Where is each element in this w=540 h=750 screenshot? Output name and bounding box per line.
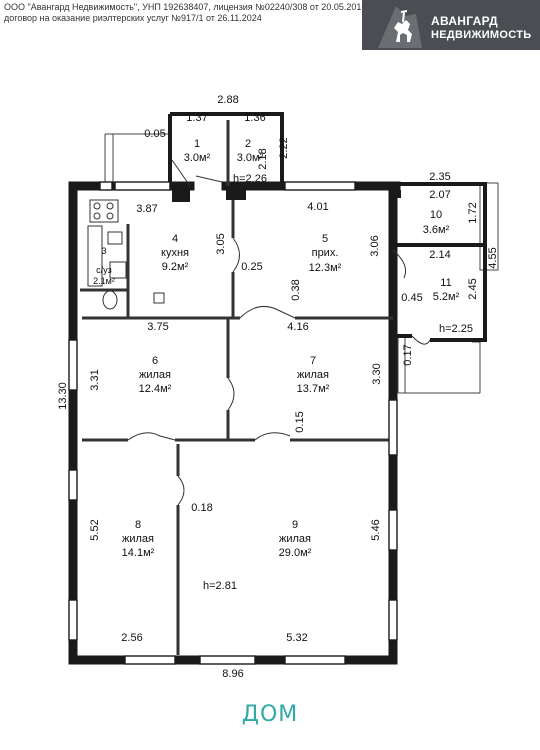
dim-label: 3.31 [89, 369, 101, 390]
dim-label: 0.05 [144, 128, 165, 140]
dim-label: h=2.26 [233, 173, 267, 185]
wall-blocks [172, 186, 401, 202]
dim-label: h=2.81 [203, 580, 237, 592]
room-3-name: с/уз [96, 265, 112, 275]
room-6-number: 6 [152, 355, 158, 367]
room-11-area: 5.2м² [433, 291, 460, 303]
room-8-name: жилая [122, 533, 154, 545]
kitchen-fixtures [87, 199, 165, 310]
room-4-name: кухня [161, 247, 189, 259]
dim-label: 3.30 [371, 363, 383, 384]
knight-on-horse-icon [378, 6, 422, 48]
room-11-number: 11 [440, 277, 451, 289]
brand-subtitle: НЕДВИЖИМОСТЬ [431, 29, 532, 41]
room-5-area: 12.3м² [309, 262, 342, 274]
room-10-area: 3.6м² [423, 224, 450, 236]
dim-label: 1.72 [467, 202, 479, 223]
dim-label: 4.01 [307, 201, 328, 213]
room-7-area: 13.7м² [297, 383, 330, 395]
dim-label: 0.15 [294, 411, 306, 432]
room-4-number: 4 [172, 233, 178, 245]
brand-logo[interactable]: АВАНГАРД НЕДВИЖИМОСТЬ [362, 0, 540, 50]
room-2-area: 3.0м² [237, 152, 264, 164]
dim-label: 5.46 [370, 519, 382, 540]
brand-name: АВАНГАРД [431, 14, 498, 28]
dim-label: 2.14 [429, 249, 450, 261]
dim-label: 3.75 [147, 321, 168, 333]
dim-label: 4.16 [287, 321, 308, 333]
dim-label: 3.06 [369, 235, 381, 256]
page-title: ДОМ [241, 702, 299, 727]
interior-walls [80, 120, 393, 655]
dim-label: 0.17 [402, 344, 414, 365]
dim-label: 1.37 [186, 112, 207, 124]
annex-walls [168, 112, 284, 186]
dim-label: 2.88 [217, 94, 238, 106]
door-swings [127, 159, 431, 506]
room-3-number: 3 [101, 246, 106, 256]
dim-label: 2.56 [121, 632, 142, 644]
windows [68, 181, 398, 665]
room-labels: 1 3.0м² 2 3.0м² 3 с/уз 2.1м² 4 кухня 9.2… [93, 138, 459, 559]
dim-label: 3.05 [215, 233, 227, 254]
dim-label: 5.52 [89, 519, 101, 540]
dim-label: h=2.25 [439, 323, 473, 335]
room-6-area: 12.4м² [139, 383, 172, 395]
porch-lines [104, 133, 499, 394]
room-3-area: 2.1м² [93, 276, 115, 286]
dim-label: 2.18 [257, 148, 269, 169]
dim-label: 0.25 [241, 261, 262, 273]
room-4-area: 9.2м² [162, 261, 189, 273]
dim-label: 1.36 [244, 112, 265, 124]
legal-line-1: ООО "Авангард Недвижимость", УНП 1926384… [4, 2, 369, 12]
dimension-labels: 2.88 1.37 1.36 0.05 2.18 2.22 h=2.26 3.8… [57, 94, 499, 680]
room-2-number: 2 [245, 138, 251, 150]
dim-label: 0.45 [401, 292, 422, 304]
room-5-number: 5 [322, 233, 328, 245]
dim-label: 2.45 [467, 278, 479, 299]
dim-label: 2.35 [429, 171, 450, 183]
dim-label: 0.38 [290, 279, 302, 300]
room-7-number: 7 [310, 355, 316, 367]
room-9-name: жилая [279, 533, 311, 545]
dim-label: 13.30 [57, 382, 69, 410]
room-6-name: жилая [139, 369, 171, 381]
legal-line-2: договор на оказание риэлтерских услуг №9… [4, 13, 262, 23]
legal-notice: ООО "Авангард Недвижимость", УНП 1926384… [4, 2, 369, 24]
room-1-area: 3.0м² [184, 152, 211, 164]
dim-label: 3.87 [136, 203, 157, 215]
room-9-number: 9 [292, 519, 298, 531]
annex-right-walls [396, 182, 487, 342]
dim-label: 0.18 [191, 502, 212, 514]
room-8-area: 14.1м² [122, 547, 155, 559]
room-8-number: 8 [135, 519, 141, 531]
dim-label: 4.55 [487, 247, 499, 268]
dim-label: 2.22 [278, 137, 290, 158]
header: ООО "Авангард Недвижимость", УНП 1926384… [0, 0, 540, 55]
dim-label: 5.32 [286, 632, 307, 644]
room-7-name: жилая [297, 369, 329, 381]
room-9-area: 29.0м² [279, 547, 312, 559]
room-5-name: прих. [312, 247, 339, 259]
dim-label: 8.96 [222, 668, 243, 680]
room-10-number: 10 [430, 209, 442, 221]
dim-label: 2.07 [429, 189, 450, 201]
room-1-number: 1 [194, 138, 200, 150]
